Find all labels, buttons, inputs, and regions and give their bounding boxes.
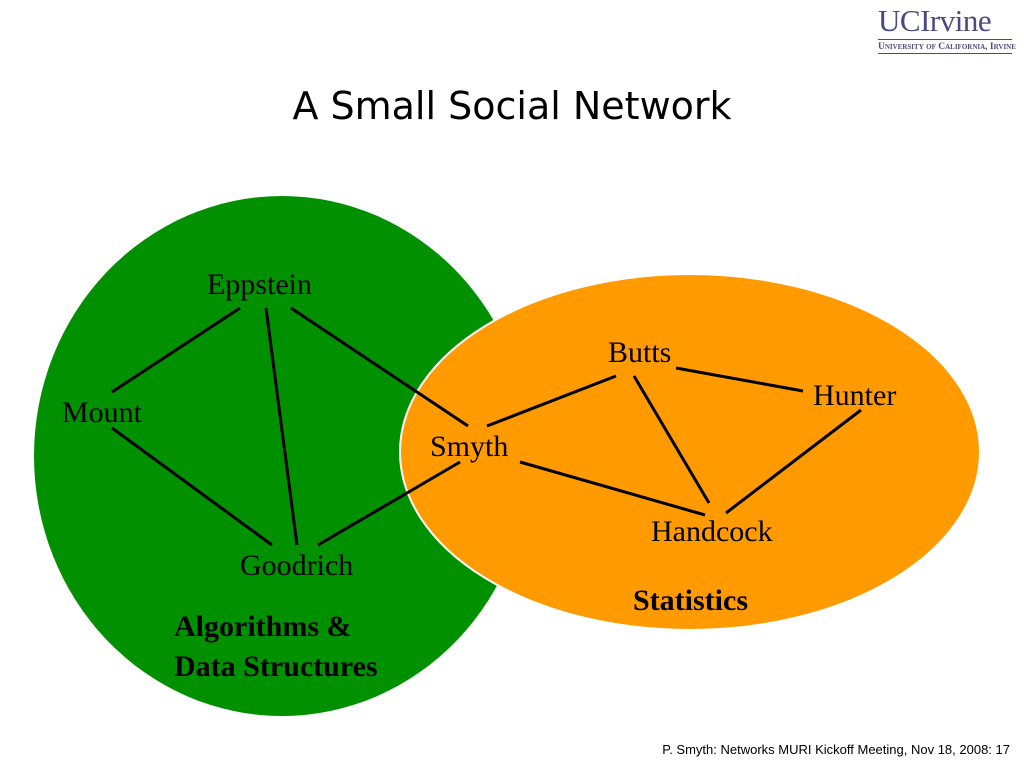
edge-hunter-handcock — [725, 408, 862, 515]
node-hunter: Hunter — [813, 379, 896, 412]
statistics-region — [399, 273, 981, 631]
edges — [111, 306, 862, 547]
logo-rule-bottom — [878, 53, 1012, 54]
logo-subtitle: University of California, Irvine — [878, 42, 1016, 52]
node-butts: Butts — [608, 336, 671, 369]
edge-eppstein-smyth — [290, 306, 469, 428]
edge-goodrich-smyth — [317, 460, 461, 547]
edge-smyth-handcock — [519, 460, 706, 517]
node-handcock: Handcock — [651, 515, 773, 548]
logo-wordmark: UCIrvine — [878, 3, 992, 38]
node-smyth: Smyth — [430, 430, 508, 463]
node-mount: Mount — [62, 396, 143, 429]
node-goodrich: Goodrich — [240, 549, 353, 582]
slide-footer: P. Smyth: Networks MURI Kickoff Meeting,… — [662, 742, 1010, 757]
slide-title: A Small Social Network — [292, 84, 732, 128]
algorithms-region — [34, 196, 530, 716]
uci-logo: UCIrvine University of California, Irvin… — [878, 3, 1016, 54]
group-label-statistics: Statistics — [633, 584, 748, 617]
group-label-algorithms-line2: Data Structures — [174, 650, 378, 683]
edge-eppstein-goodrich — [264, 307, 299, 546]
node-eppstein: Eppstein — [207, 268, 312, 301]
group-label-algorithms-line1: Algorithms & — [174, 610, 351, 643]
edge-mount-goodrich — [111, 426, 273, 547]
edge-butts-hunter — [675, 366, 804, 393]
edge-butts-handcock — [632, 375, 711, 504]
edge-smyth-butts — [486, 374, 617, 428]
edge-eppstein-mount — [111, 306, 241, 394]
logo-rule — [878, 39, 1012, 40]
